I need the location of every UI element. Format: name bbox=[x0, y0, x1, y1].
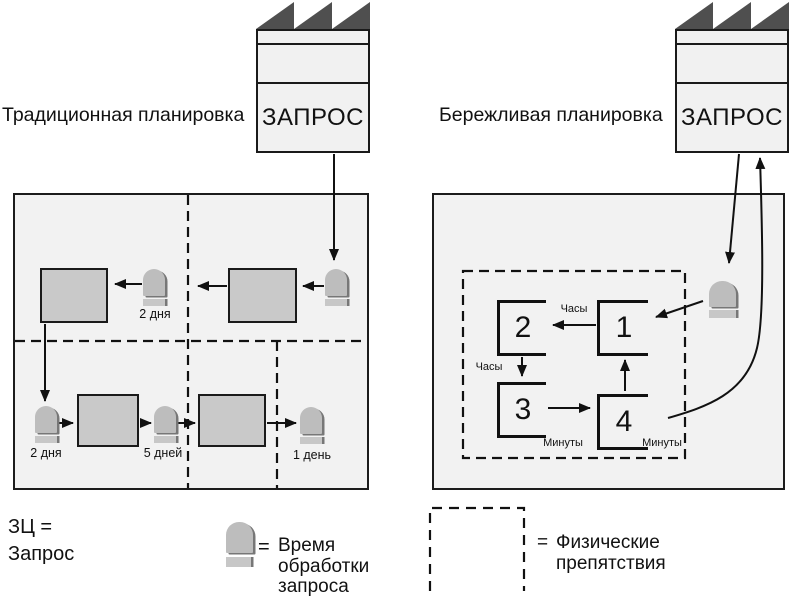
work-cell-1: 1 bbox=[597, 300, 648, 356]
legend-request: ЗЦ = Запрос bbox=[8, 514, 74, 568]
process-box-a bbox=[40, 268, 108, 323]
process-box-d bbox=[198, 394, 266, 447]
legend-time-equals: = bbox=[258, 536, 270, 558]
process-box-b bbox=[228, 268, 297, 323]
minutes-label: Минуты bbox=[642, 437, 682, 449]
legend-time-line1: Время bbox=[278, 535, 336, 556]
request-time-icon bbox=[143, 269, 165, 306]
factory-roof-icon bbox=[256, 2, 370, 29]
legend-time-line2: обработки bbox=[278, 555, 370, 577]
factory-body: ЗАПРОС bbox=[675, 29, 789, 153]
factory-body: ЗАПРОС bbox=[256, 29, 370, 153]
right-section-title: Бережливая планировка bbox=[439, 104, 663, 126]
legend-time-line3: запроса bbox=[278, 576, 349, 597]
work-cell-3: 3 bbox=[497, 382, 546, 438]
legend-request-line2: Запрос bbox=[8, 543, 75, 565]
request-time-icon bbox=[300, 407, 322, 444]
request-time-icon bbox=[154, 406, 176, 443]
factory-icon-left: ЗАПРОС bbox=[256, 2, 370, 153]
legend-obstacle-text: Физические препятствия bbox=[556, 532, 666, 574]
delay-label: 2 дня bbox=[139, 307, 171, 321]
legend-barrier-dashed-box bbox=[428, 506, 526, 591]
factory-icon-right: ЗАПРОС bbox=[675, 2, 789, 153]
factory-roof-icon bbox=[675, 2, 789, 29]
request-time-icon-legend bbox=[226, 522, 253, 567]
factory-request-label: ЗАПРОС bbox=[262, 104, 364, 131]
delay-label: 2 дня bbox=[30, 446, 62, 460]
legend-request-line1: ЗЦ = bbox=[8, 516, 53, 538]
hours-label: Часы bbox=[475, 361, 503, 373]
legend-obstacle-line2: препятствия bbox=[556, 552, 666, 574]
delay-label: 5 дней bbox=[143, 446, 183, 460]
legend-obstacle-line1: Физические bbox=[556, 532, 660, 553]
legend-time-text: Время обработки запроса bbox=[278, 535, 370, 598]
delay-label: 1 день bbox=[292, 448, 332, 462]
work-cell-2: 2 bbox=[497, 300, 546, 356]
process-box-c bbox=[77, 394, 139, 447]
factory-request-label: ЗАПРОС bbox=[681, 104, 783, 131]
legend-obstacle-equals: = bbox=[537, 532, 549, 553]
request-time-icon bbox=[709, 281, 736, 318]
request-time-icon bbox=[35, 406, 57, 443]
minutes-label: Минуты bbox=[543, 437, 583, 449]
left-section-title: Традиционная планировка bbox=[2, 104, 245, 126]
hours-label: Часы bbox=[560, 303, 588, 315]
request-time-icon bbox=[325, 269, 347, 306]
